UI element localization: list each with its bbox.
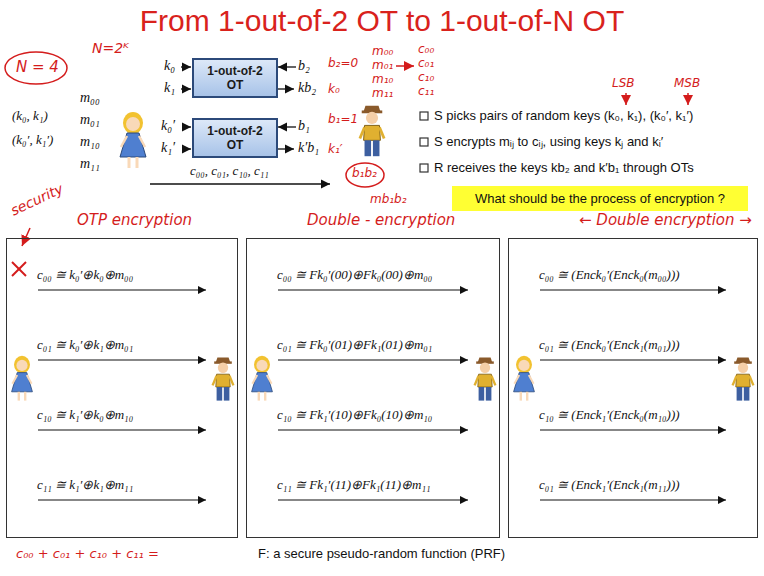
box-label: 1-out-of-2 OT bbox=[198, 124, 272, 153]
scheme-panel: ← Double encryption →c₀₀ ≅ (Enck₀′(Enck₀… bbox=[508, 238, 758, 538]
annotation: b₁=1 bbox=[328, 112, 358, 126]
panel-heading: OTP encryption bbox=[77, 211, 192, 229]
annotation: m₁₁ bbox=[372, 86, 393, 100]
received-key: k′b₁ bbox=[298, 140, 319, 157]
bullet-text: S encrypts mᵢⱼ to cᵢⱼ, using keys kⱼ and… bbox=[434, 134, 663, 150]
formula: c₁₀ ≅ Fk₁′(10)⊕Fk₀(10)⊕m₁₀ bbox=[277, 407, 432, 423]
panel-heading: ← Double encryption → bbox=[579, 211, 752, 229]
annotation: m₁₀ bbox=[372, 72, 393, 86]
formula: c₀₁ ≅ (Enck₀′(Enck₁(m₀₁))) bbox=[539, 337, 680, 353]
annotation: LSB bbox=[612, 76, 635, 90]
formula: c₀₀ ≅ k₀′⊕k₀⊕m₀₀ bbox=[37, 267, 133, 283]
formula: c₀₁ ≅ (Enck₁′(Enck₁(m₁₁))) bbox=[539, 477, 680, 493]
key-input: k₀′ bbox=[161, 118, 175, 135]
n-formula: N=2ᴷ bbox=[92, 40, 129, 57]
panel-heading: Double - encryption bbox=[307, 211, 455, 229]
annotation: c₁₀ bbox=[418, 70, 434, 84]
formula: c₀₁ ≅ k₀′⊕k₁⊕m₀₁ bbox=[37, 337, 133, 353]
annotation: mb₁b₂ bbox=[370, 192, 407, 206]
annotation: MSB bbox=[674, 76, 700, 90]
annotation: b₁b₂ bbox=[352, 166, 377, 180]
slide-title: From 1-out-of-2 OT to 1-out-of-N OT bbox=[0, 4, 764, 39]
scheme-panel: OTP encryptionc₀₀ ≅ k₀′⊕k₀⊕m₀₀c₀₁ ≅ k₀′⊕… bbox=[6, 238, 238, 538]
message: m₁₀ bbox=[80, 134, 100, 151]
received-key: kb₂ bbox=[298, 80, 316, 97]
highlight-band: What should be the process of encryption… bbox=[452, 186, 748, 211]
annotation: c₀₁ bbox=[418, 56, 434, 70]
bullet-text: S picks pairs of random keys (k₀, k₁), (… bbox=[434, 108, 693, 124]
annotation: b₂=0 bbox=[328, 56, 358, 70]
formula: c₁₁ ≅ Fk₁′(11)⊕Fk₁(11)⊕m₁₁ bbox=[277, 477, 430, 493]
box-label: 1-out-of-2 OT bbox=[198, 64, 272, 93]
box-label: What should be the process of encryption… bbox=[475, 191, 725, 206]
key-input: k₁ bbox=[164, 80, 175, 97]
key-pair: (k₀, k₁) bbox=[12, 108, 48, 124]
choice-bit: b₂ bbox=[298, 58, 310, 75]
formula: c₁₁ ≅ k₁′⊕k₁⊕m₁₁ bbox=[37, 477, 133, 493]
n-value: N = 4 bbox=[16, 58, 59, 76]
choice-bit: b₁ bbox=[298, 118, 310, 135]
formula: c₀₁ ≅ Fk₀′(01)⊕Fk₁(01)⊕m₀₁ bbox=[277, 337, 432, 353]
ot-box: 1-out-of-2 OT bbox=[192, 58, 278, 98]
formula: c₀₀ ≅ Fk₀′(00)⊕Fk₀(00)⊕m₀₀ bbox=[277, 267, 432, 283]
annotation: c₀₀ + c₀₁ + c₁₀ + c₁₁ = bbox=[16, 546, 159, 562]
message: m₀₀ bbox=[80, 90, 100, 107]
formula: c₁₀ ≅ (Enck₁′(Enck₀(m₁₀))) bbox=[539, 407, 680, 423]
message: m₁₁ bbox=[80, 156, 100, 173]
scheme-panel: Double - encryptionc₀₀ ≅ Fk₀′(00)⊕Fk₀(00… bbox=[246, 238, 500, 538]
formula: c₀₀ ≅ (Enck₀′(Enck₀(m₀₀))) bbox=[539, 267, 680, 283]
annotation: m₀₀ bbox=[372, 44, 393, 58]
bullet-text: R receives the keys kb₂ and k′b₁ through… bbox=[434, 160, 694, 176]
key-pair: (k₀′, k₁′) bbox=[12, 132, 53, 148]
message: m₀₁ bbox=[80, 112, 100, 129]
footnote: F: a secure pseudo-random function (PRF) bbox=[258, 546, 505, 562]
annotation: m₀₁ bbox=[372, 58, 393, 72]
key-input: k₁′ bbox=[161, 140, 175, 157]
annotation: k₀ bbox=[328, 82, 340, 96]
ciphertext-list: c₀₀, c₀₁, c₁₀, c₁₁ bbox=[190, 163, 269, 179]
annotation: c₀₀ bbox=[418, 42, 434, 56]
annotation: k₁′ bbox=[328, 142, 342, 156]
ot-box: 1-out-of-2 OT bbox=[192, 118, 278, 158]
annotation: security bbox=[8, 180, 66, 219]
formula: c₁₀ ≅ k₁′⊕k₀⊕m₁₀ bbox=[37, 407, 133, 423]
annotation: c₁₁ bbox=[418, 84, 434, 98]
key-input: k₀ bbox=[164, 58, 175, 75]
